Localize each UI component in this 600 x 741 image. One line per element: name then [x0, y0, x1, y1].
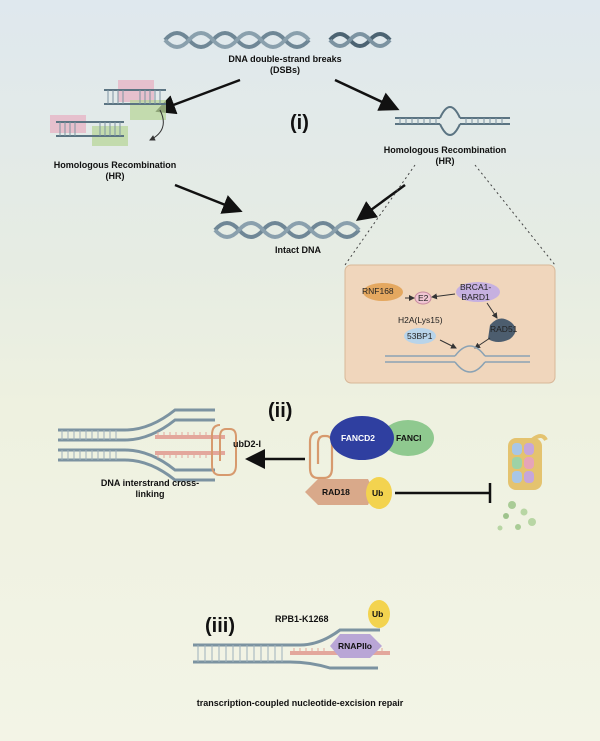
rnf168-label: RNF168 [362, 286, 394, 296]
ubd2-label: ubD2-I [233, 439, 261, 449]
fanci-label: FANCI [396, 433, 422, 443]
inset-pointer-left [344, 164, 416, 266]
inset-box [344, 264, 556, 384]
crosslink-line2: linking [135, 489, 165, 499]
crosslink-line1: DNA interstrand cross- [100, 478, 200, 488]
dsb-label-line1: DNA double-strand breaks [228, 54, 342, 64]
h2a-label: H2A(Lys15) [398, 315, 443, 325]
arrow-hr-left-to-intact [174, 183, 243, 214]
hr-left-illustration [50, 80, 166, 146]
rad18-label: RAD18 [322, 487, 350, 497]
nucleosome-icon [497, 434, 548, 531]
crosslink-label: DNA interstrand cross- linking [80, 478, 220, 500]
arrow-dsb-to-hr-left [155, 78, 241, 115]
section-iii-label: (iii) [205, 615, 235, 637]
crosslink-dna [58, 408, 237, 482]
fanci-shape [382, 420, 434, 456]
tc-ner-dna [193, 600, 390, 670]
rad18-shape [305, 479, 374, 505]
dsb-helix [163, 31, 392, 49]
fancd2-label: FANCD2 [341, 433, 376, 443]
brca1-line2: BARD1 [461, 292, 490, 302]
paperclip-icon [308, 430, 334, 480]
brca1-label: BRCA1- BARD1 [460, 282, 491, 302]
hr-left-label: Homologous Recombination (HR) [40, 160, 190, 182]
ub-shape-iii [368, 600, 390, 628]
dsb-label-line2: (DSBs) [269, 65, 300, 75]
rnapiio-label: RNAPIIo [338, 641, 372, 651]
section-i-label: (i) [290, 112, 309, 134]
inset-pointer-right [474, 164, 556, 266]
arrow-dsb-to-hr-right [334, 78, 400, 111]
fanc-complex [305, 416, 434, 509]
e2-label: E2 [418, 293, 429, 303]
hr-left-line2: (HR) [105, 171, 125, 181]
ub-label-ii: Ub [372, 488, 384, 498]
rnapiio-shape [330, 634, 382, 658]
hr-right-line1: Homologous Recombination [383, 145, 507, 155]
inhibit-line [395, 483, 492, 503]
intact-dna-label: Intact DNA [274, 245, 321, 255]
brca1-line1: BRCA1- [460, 282, 492, 292]
hr-left-line1: Homologous Recombination [53, 160, 177, 170]
tc-ner-caption: transcription-coupled nucleotide-excisio… [196, 698, 404, 708]
53bp1-label: 53BP1 [407, 331, 433, 341]
hr-right-illustration [395, 106, 510, 136]
dsb-label: DNA double-strand breaks (DSBs) [215, 54, 355, 76]
intact-dna-helix [213, 221, 361, 239]
fancd2-shape [330, 416, 394, 460]
rad51-label: RAD51 [490, 324, 518, 334]
section-ii-label: (ii) [268, 400, 293, 422]
ub-label-iii: Ub [372, 609, 384, 619]
hr-right-line2: (HR) [435, 156, 455, 166]
ub-shape-ii [366, 477, 392, 509]
hr-right-label: Homologous Recombination (HR) [370, 145, 520, 167]
rpb1-label: RPB1-K1268 [275, 614, 329, 624]
arrow-hr-right-to-intact [355, 183, 406, 221]
inset-illustration [363, 282, 530, 373]
